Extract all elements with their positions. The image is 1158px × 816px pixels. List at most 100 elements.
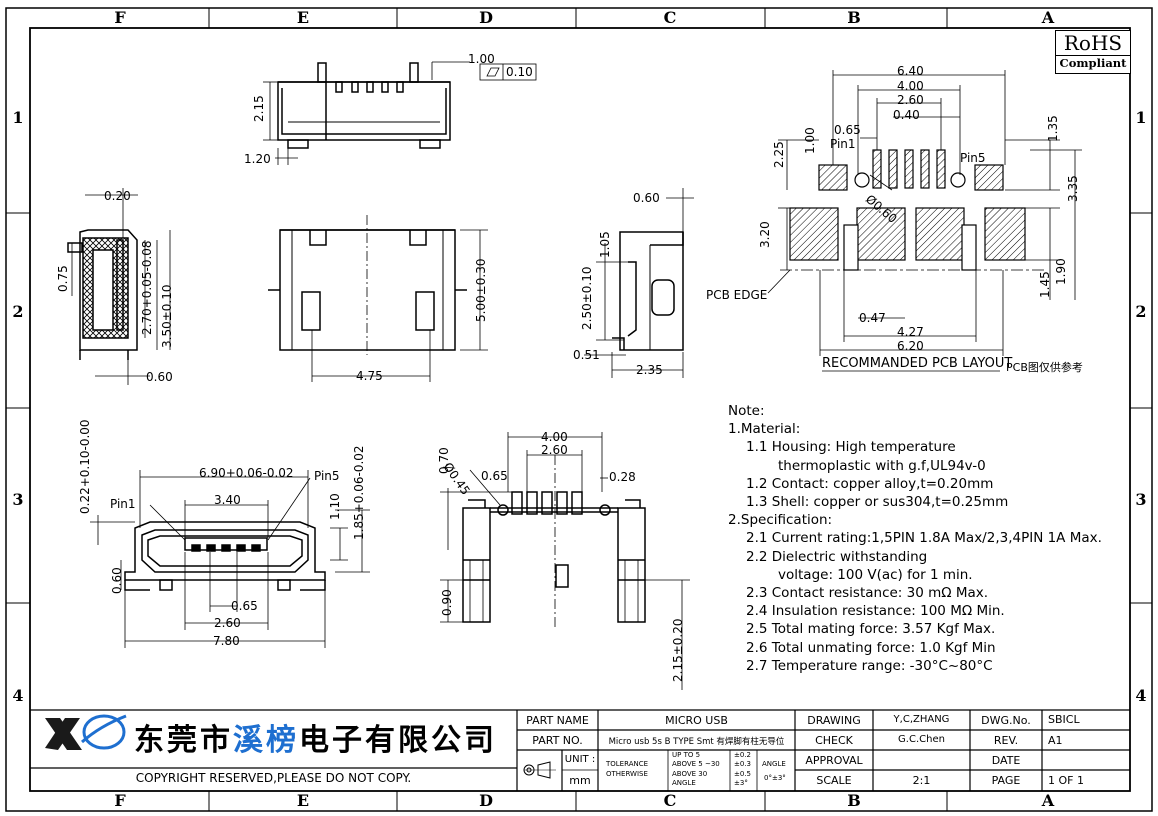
bottom-dim-0-28: 0.28: [609, 470, 636, 484]
company-name-highlight: 溪榜: [233, 723, 299, 758]
check-value: G.C.Chen: [898, 734, 945, 745]
zone-row-1-right: 1: [1135, 108, 1147, 127]
zone-col-d-bottom: D: [479, 791, 493, 810]
zone-row-2-right: 2: [1135, 302, 1147, 321]
bottom-dim-2-15: 2.15±0.20: [671, 618, 685, 683]
notes-spec-heading: 2.Specification:: [728, 512, 833, 529]
bottom-dim-0-90: 0.90: [440, 589, 454, 616]
bottom-dim-2-60: 2.60: [541, 443, 568, 457]
bottom-dim-4-00: 4.00: [541, 430, 568, 444]
scale-value: 2:1: [912, 774, 931, 787]
notes-material-heading: 1.Material:: [728, 421, 801, 438]
notes-mating-force: 2.5 Total mating force: 3.57 Kgf Max.: [746, 621, 996, 638]
pcb-dim-4-00: 4.00: [897, 79, 924, 93]
tolerance-label-2: OTHERWISE: [606, 770, 648, 778]
approval-label: APPROVAL: [805, 754, 863, 767]
zone-col-d-top: D: [479, 8, 493, 27]
mating-dim-7-80: 7.80: [213, 634, 240, 648]
rohs-compliant: Compliant: [1056, 55, 1130, 70]
scale-label: SCALE: [816, 774, 852, 787]
zone-col-c-top: C: [663, 8, 677, 27]
pcb-layout-title: RECOMMANDED PCB LAYOUT: [822, 356, 1013, 371]
page-label: PAGE: [991, 774, 1021, 787]
mating-dim-0-22: 0.22+0.10-0.00: [78, 419, 92, 514]
mating-dim-1-10: 1.10: [328, 493, 342, 520]
unit-value: mm: [569, 774, 591, 787]
pcb-edge-label: PCB EDGE: [706, 288, 768, 302]
side-left-dim-0-60: 0.60: [146, 370, 173, 384]
pcb-dim-1-35: 1.35: [1046, 115, 1060, 142]
side-right-dim-0-60: 0.60: [633, 191, 660, 205]
pcb-dim-1-45: 1.45: [1038, 271, 1052, 298]
zone-col-c-bottom: C: [663, 791, 677, 810]
rohs-badge: RoHS Compliant: [1055, 30, 1131, 74]
pcb-dim-2-25: 2.25: [772, 141, 786, 168]
notes-contact: 1.2 Contact: copper alloy,t=0.20mm: [746, 475, 994, 492]
tol-row-4-label: ANGLE: [672, 779, 696, 787]
mating-dim-6-90: 6.90+0.06-0.02: [199, 466, 294, 480]
drawing-label: DRAWING: [807, 714, 861, 727]
pcb-dim-1-00: 1.00: [803, 127, 817, 154]
notes-unmating-force: 2.6 Total unmating force: 1.0 Kgf Min: [746, 639, 996, 656]
dwg-no-label: DWG.No.: [981, 714, 1031, 727]
pcb-dim-1-90: 1.90: [1054, 258, 1068, 285]
tolerance-label: TOLERANCE: [606, 760, 649, 768]
pcb-layout-note-cn: PCB图仅供参考: [1006, 361, 1083, 374]
pcb-dim-6-40: 6.40: [897, 64, 924, 78]
tol-row-2-value: ±0.3: [734, 760, 751, 768]
mating-dim-2-60: 2.60: [214, 616, 241, 630]
top-view-dim-1-20: 1.20: [244, 152, 271, 166]
tol-row-1-label: UP TO 5: [672, 751, 701, 759]
side-left-dim-0-20: 0.20: [104, 189, 131, 203]
notes-housing-cont: thermoplastic with g.f,UL94v-0: [778, 457, 986, 474]
top-view-dim-flatness: 0.10: [506, 65, 533, 79]
tol-row-3-value: ±0.5: [734, 770, 751, 778]
mating-dim-0-65: 0.65: [231, 599, 258, 613]
front-view-dim-5-00: 5.00±0.30: [474, 258, 488, 323]
side-right-dim-2-50: 2.50±0.10: [580, 266, 594, 331]
mating-pin1-label: Pin1: [110, 497, 136, 511]
check-label: CHECK: [815, 734, 853, 747]
mating-dim-1-85: 1.85+0.06-0.02: [352, 445, 366, 540]
side-left-dim-3-50: 3.50±0.10: [160, 284, 174, 349]
part-name-label: PART NAME: [526, 714, 589, 727]
zone-row-1-left: 1: [12, 108, 24, 127]
zone-col-e-bottom: E: [296, 791, 310, 810]
zone-col-b-bottom: B: [847, 791, 861, 810]
front-view-dim-4-75: 4.75: [356, 369, 383, 383]
zone-row-4-left: 4: [12, 686, 24, 705]
part-name-value: MICRO USB: [665, 714, 728, 727]
side-right-dim-0-51: 0.51: [573, 348, 600, 362]
company-name-pre: 东莞市: [134, 723, 233, 758]
rev-value: A1: [1048, 734, 1063, 747]
zone-col-b-top: B: [847, 8, 861, 27]
side-left-dim-0-75: 0.75: [56, 265, 70, 292]
pcb-dim-2-60: 2.60: [897, 93, 924, 107]
part-no-label: PART NO.: [532, 734, 583, 747]
zone-col-f-top: F: [114, 8, 126, 27]
page-value: 1 OF 1: [1048, 774, 1084, 787]
pcb-dim-0-40: 0.40: [893, 108, 920, 122]
drawing-value: Y,C,ZHANG: [893, 714, 950, 725]
zone-col-a-bottom: A: [1041, 791, 1055, 810]
company-name: 东莞市溪榜电子有限公司: [134, 715, 497, 759]
bottom-dim-0-65: 0.65: [481, 469, 508, 483]
rev-label: REV.: [993, 734, 1019, 747]
side-right-dim-2-35: 2.35: [636, 363, 663, 377]
top-view-dim-2-15: 2.15: [252, 95, 266, 122]
zone-col-e-top: E: [296, 8, 310, 27]
zone-row-4-right: 4: [1135, 686, 1147, 705]
rohs-title: RoHS: [1063, 31, 1123, 55]
notes-housing: 1.1 Housing: High temperature: [746, 439, 956, 456]
top-view-dim-1-00: 1.00: [468, 52, 495, 66]
tol-row-1-value: ±0.2: [734, 751, 751, 759]
pcb-dim-3-35: 3.35: [1066, 175, 1080, 202]
zone-col-f-bottom: F: [114, 791, 126, 810]
pcb-dim-6-20: 6.20: [897, 339, 924, 353]
pcb-dim-0-65: 0.65: [834, 123, 861, 137]
notes-temperature: 2.7 Temperature range: -30°C~80°C: [746, 657, 993, 674]
pcb-pin1-label: Pin1: [830, 137, 856, 151]
notes-shell: 1.3 Shell: copper or sus304,t=0.25mm: [746, 494, 1009, 511]
company-logo: [45, 714, 127, 750]
